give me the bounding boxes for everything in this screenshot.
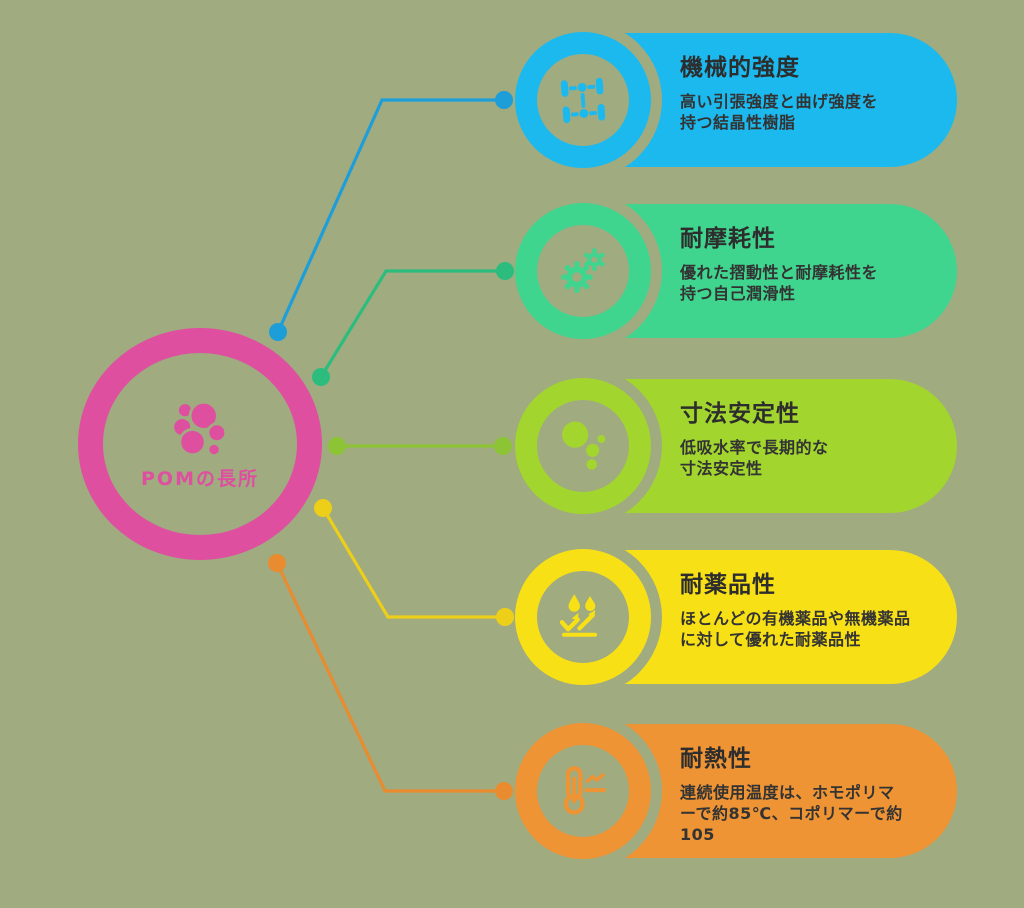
card-pill [590,724,957,858]
card-title: 寸法安定性 [680,401,800,427]
advantage-card-chemical-resistance: 耐薬品性 ほとんどの有機薬品や無機薬品 に対して優れた耐薬品性 [515,549,961,685]
bubbles-icon [555,418,611,474]
center-node: POMの長所 [78,328,322,560]
thermometer-icon [555,763,611,819]
gears-icon [555,243,611,299]
card-description: 連続使用温度は、ホモポリマ ーで約85℃、コポリマーで約 105 [680,782,903,844]
card-title: 耐熱性 [680,746,752,772]
splash-arrows-icon [555,589,611,645]
card-pill [590,33,957,167]
advantage-card-dimensional-stability: 寸法安定性 低吸水率で長期的な 寸法安定性 [515,378,961,514]
card-medallion [515,549,651,685]
advantage-card-wear-resistance: 耐摩耗性 優れた摺動性と耐摩耗性を 持つ自己潤滑性 [515,203,961,339]
molecule-cluster-icon [169,398,231,458]
card-title: 耐摩耗性 [680,226,776,252]
card-pill [590,204,957,338]
card-description: 高い引張強度と曲げ強度を 持つ結晶性樹脂 [680,91,879,132]
card-description: 優れた摺動性と耐摩耗性を 持つ自己潤滑性 [680,262,879,303]
center-label: POMの長所 [141,467,259,490]
card-pill [590,379,957,513]
card-description: ほとんどの有機薬品や無機薬品 に対して優れた耐薬品性 [680,608,911,649]
chassis-icon [555,72,611,128]
card-title: 機械的強度 [680,55,800,81]
advantage-card-mechanical-strength: 機械的強度 高い引張強度と曲げ強度を 持つ結晶性樹脂 [515,32,961,168]
card-pill [590,550,957,684]
card-medallion [515,203,651,339]
card-description: 低吸水率で長期的な 寸法安定性 [680,437,829,478]
card-title: 耐薬品性 [680,572,776,598]
advantage-card-heat-resistance: 耐熱性 連続使用温度は、ホモポリマ ーで約85℃、コポリマーで約 105 [515,723,961,859]
card-medallion [515,723,651,859]
card-medallion [515,32,651,168]
card-medallion [515,378,651,514]
